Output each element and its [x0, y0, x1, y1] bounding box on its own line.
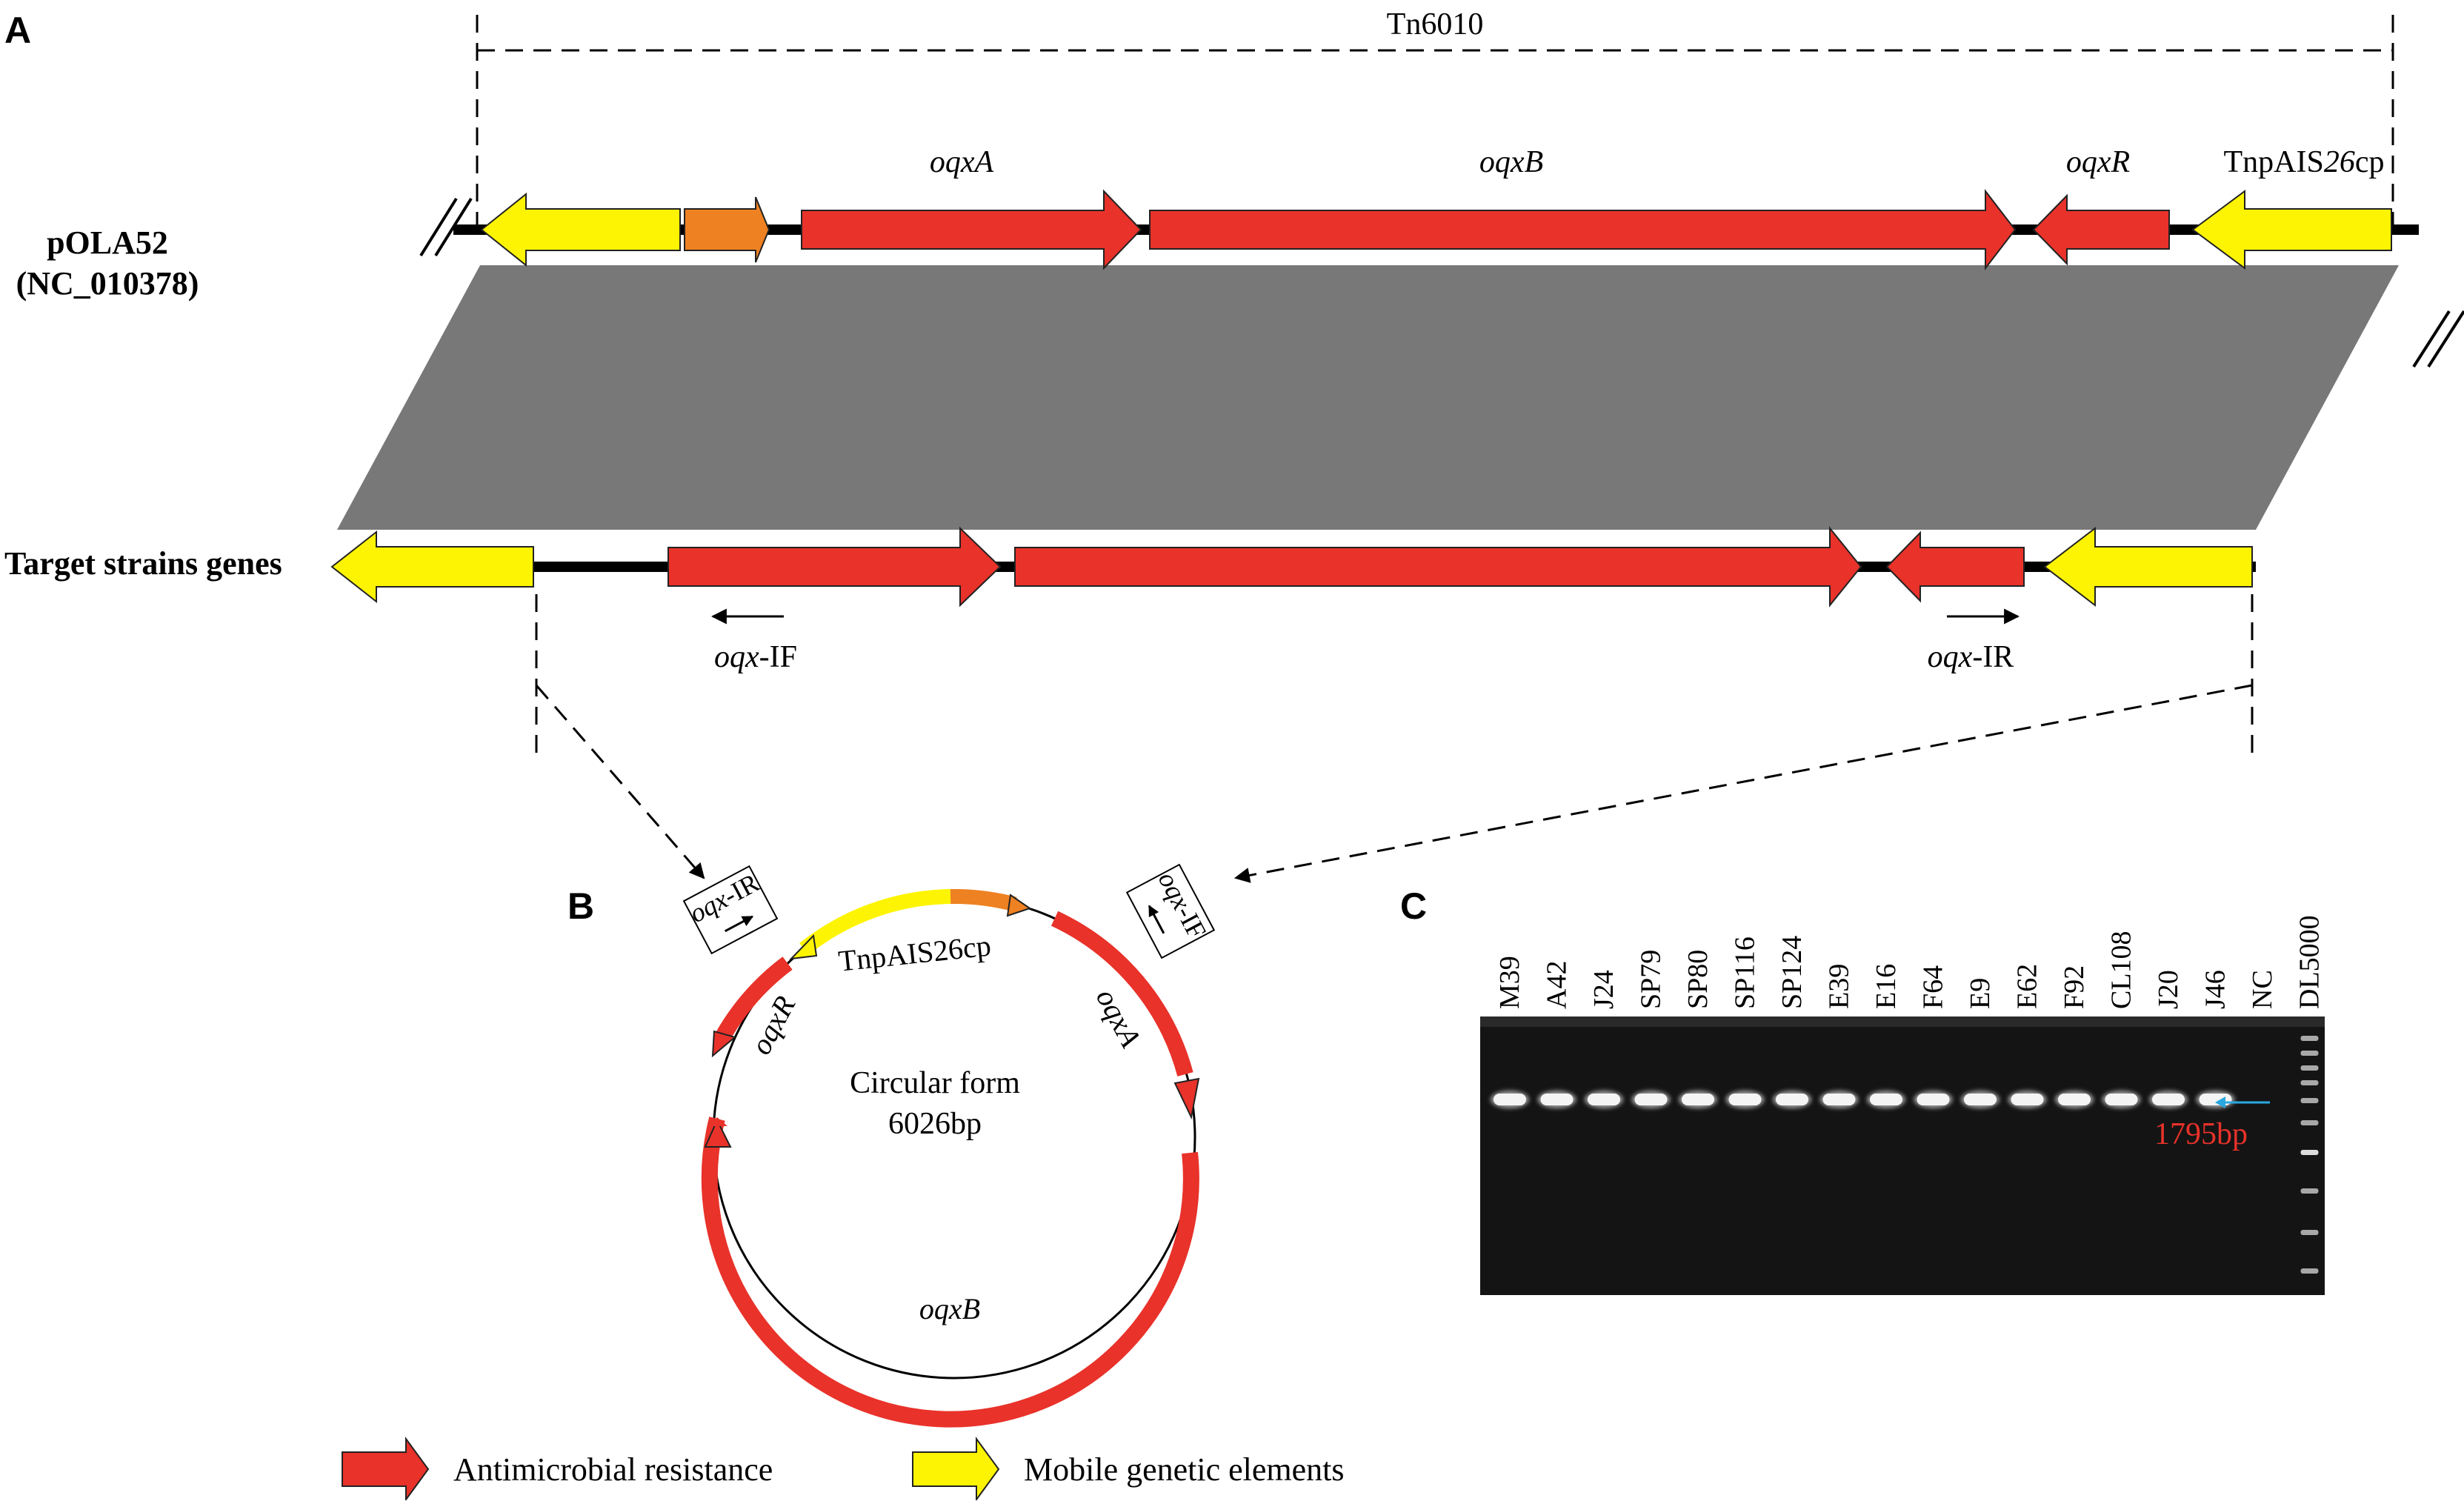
lane-label: E9 [1965, 978, 1996, 1009]
gel-band [1728, 1094, 1762, 1105]
label-oqxA-top: oqxA [930, 145, 994, 179]
circular-map [701, 888, 1200, 1428]
label-oqxR-top: oqxR [2066, 145, 2130, 179]
ladder-band [2300, 1036, 2319, 1041]
band-marker-arrowhead [2215, 1097, 2225, 1108]
gel-band [1822, 1094, 1856, 1105]
target-strains-label: Target strains genes [4, 545, 282, 582]
lane-label: E39 [1824, 964, 1855, 1009]
gel-band [1634, 1094, 1668, 1105]
lane-label: A42 [1542, 961, 1573, 1009]
ladder-band [2300, 1065, 2319, 1071]
gene-oqxR-bottom [1885, 530, 2025, 603]
gel-band [1540, 1094, 1574, 1105]
gel-band [1917, 1094, 1950, 1105]
lane-label: CL108 [2106, 931, 2137, 1009]
circle-tnp-label: TnpAIS26cp [836, 928, 992, 977]
ladder-band [2300, 1230, 2319, 1235]
primer-ir-label: oqx-IR [1928, 640, 2014, 674]
ladder-band [2300, 1188, 2319, 1194]
lane-label: SP116 [1730, 936, 1761, 1009]
ladder-band [2300, 1051, 2319, 1056]
ladder-band [2300, 1080, 2319, 1085]
circular-form-label: Circular form [850, 1066, 1020, 1100]
legend-resistance-swatch [342, 1436, 430, 1503]
ladder-band [2300, 1120, 2319, 1125]
circle-oqxB-label: oqxB [919, 1292, 980, 1325]
gene-orange-top [684, 196, 770, 263]
lane-label: SP80 [1682, 950, 1714, 1009]
homology-region [337, 265, 2399, 530]
gene-mobile-bottom-left [330, 530, 534, 604]
gel-band [2199, 1094, 2232, 1105]
gene-mobile-top-left [480, 192, 681, 267]
break-mark-right [2412, 310, 2464, 368]
lane-label: F92 [2059, 965, 2090, 1009]
lane-labels: M39 A42 J24 SP79 SP80 SP116 SP124 E39 E16 F64 E9 E6… [1494, 915, 2325, 1009]
ladder-lane [2300, 1036, 2319, 1274]
lane-label: E16 [1871, 964, 1902, 1009]
lane-label: J46 [2200, 970, 2231, 1009]
gel-band [2152, 1094, 2185, 1105]
gel-band [2011, 1094, 2044, 1105]
lane-label: M39 [1494, 956, 1525, 1009]
circular-size-label: 6026bp [888, 1107, 982, 1141]
gel-band [1682, 1094, 1714, 1105]
lane-label: J20 [2153, 970, 2184, 1009]
gene-mobile-bottom-right [2043, 526, 2253, 608]
gene-oqxA-bottom [667, 526, 1002, 608]
primer-if-label: oqx-IF [714, 640, 797, 674]
break-mark-left [419, 197, 473, 257]
panel-letter-b: B [567, 885, 594, 927]
lane-label: NC [2247, 970, 2278, 1009]
gel-bands [1491, 1091, 2235, 1108]
primer-box-if: oqx-IF [1125, 863, 1216, 959]
gel-band [2105, 1094, 2138, 1105]
legend-mobile-label: Mobile genetic elements [1024, 1451, 1345, 1488]
gel-band [1870, 1094, 1902, 1105]
lane-label: F64 [1918, 965, 1949, 1009]
ladder-band [2300, 1098, 2319, 1103]
plasmid-accession: (NC_010378) [16, 265, 199, 302]
lane-label: J24 [1588, 970, 1619, 1009]
gel-band [1588, 1094, 1620, 1105]
gel-image [1480, 1016, 2325, 1295]
legend-mobile-swatch [912, 1436, 1000, 1503]
gene-oqxB-bottom [1014, 526, 1862, 608]
ladder-band [2300, 1150, 2319, 1155]
gene-oqxB-top [1149, 189, 2017, 270]
band-size-label: 1795bp [2154, 1117, 2248, 1151]
legend-resistance-label: Antimicrobial resistance [453, 1451, 773, 1488]
gel-well-band [1480, 1016, 2325, 1027]
panel-letter-c: C [1400, 885, 1427, 927]
projection-lines [535, 594, 2254, 883]
plasmid-label: pOLA52 [47, 224, 168, 261]
tn6010-bracket [476, 15, 2394, 226]
label-tnp-top: TnpAIS26cp [2224, 145, 2385, 179]
gel-band [1776, 1094, 1808, 1105]
gene-oqxA-top [801, 189, 1142, 270]
ladder-band [2300, 1268, 2319, 1274]
lane-label: SP124 [1777, 936, 1808, 1009]
gel-band [1494, 1094, 1526, 1105]
gel-band [2058, 1094, 2091, 1105]
gel-band [1964, 1094, 1997, 1105]
label-oqxB-top: oqxB [1479, 145, 1543, 179]
gene-oqxR-top [2032, 193, 2170, 266]
lane-label: E62 [2012, 964, 2043, 1009]
panel-letter-a: A [4, 10, 31, 51]
lane-label: DL5000 [2294, 915, 2325, 1009]
lane-label: SP79 [1636, 950, 1667, 1009]
gene-mobile-top-right [2191, 190, 2392, 270]
tn6010-label: Tn6010 [1387, 7, 1484, 41]
primer-box-ir: oqx-IR [682, 865, 779, 955]
